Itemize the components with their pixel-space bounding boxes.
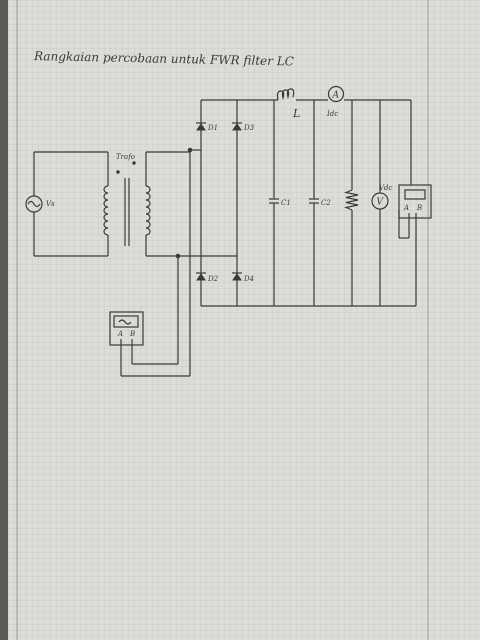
junction-dot: [175, 253, 181, 259]
c1-label: C1: [281, 199, 291, 207]
inductor: L: [276, 88, 328, 120]
inductor-label: L: [292, 107, 300, 120]
source-label: Vs: [46, 200, 55, 208]
ammeter-symbol: A: [332, 91, 340, 101]
ac-source: Vs: [25, 151, 108, 257]
voltmeter-label: Vdc: [379, 184, 393, 192]
transformer-label: Trafo: [116, 153, 135, 161]
osc-right-b-label: B: [416, 204, 422, 212]
transformer: Trafo: [103, 151, 190, 257]
capacitor-c2: C2: [309, 100, 331, 306]
d2-label: D2: [207, 275, 219, 283]
circuit-diagram: Rangkaian percobaan untuk FWR filter LC …: [16, 0, 432, 640]
d1-label: D1: [207, 124, 218, 132]
ammeter-label: Idc: [326, 110, 338, 118]
voltmeter: V Vdc: [371, 100, 393, 306]
oscilloscope-input: A B: [109, 150, 191, 377]
osc-right-a-label: A: [403, 204, 409, 212]
sine-wave-icon: [27, 200, 41, 208]
voltmeter-symbol: V: [377, 198, 385, 208]
load-resistor: [343, 100, 359, 306]
diode-d4: D4: [232, 272, 254, 283]
notebook-page: Rangkaian percobaan untuk FWR filter LC …: [8, 0, 480, 640]
diode-d2: D2: [196, 272, 219, 283]
osc-left-a-label: A: [117, 330, 123, 338]
bridge-rectifier: D1 D3 D2 D4: [178, 99, 416, 307]
osc-left-b-label: B: [129, 330, 135, 338]
oscilloscope-output: A B: [398, 100, 432, 306]
capacitor-c1: C1: [269, 100, 291, 306]
d3-label: D3: [243, 124, 255, 132]
ammeter: A Idc: [326, 85, 411, 118]
diode-d1: D1: [196, 122, 218, 132]
osc-wave-icon: [118, 319, 132, 325]
d4-label: D4: [243, 275, 254, 283]
c2-label: C2: [321, 199, 331, 207]
junction-dot: [187, 147, 193, 153]
diode-d3: D3: [232, 122, 255, 132]
diagram-title: Rangkaian percobaan untuk FWR filter LC: [33, 49, 294, 68]
